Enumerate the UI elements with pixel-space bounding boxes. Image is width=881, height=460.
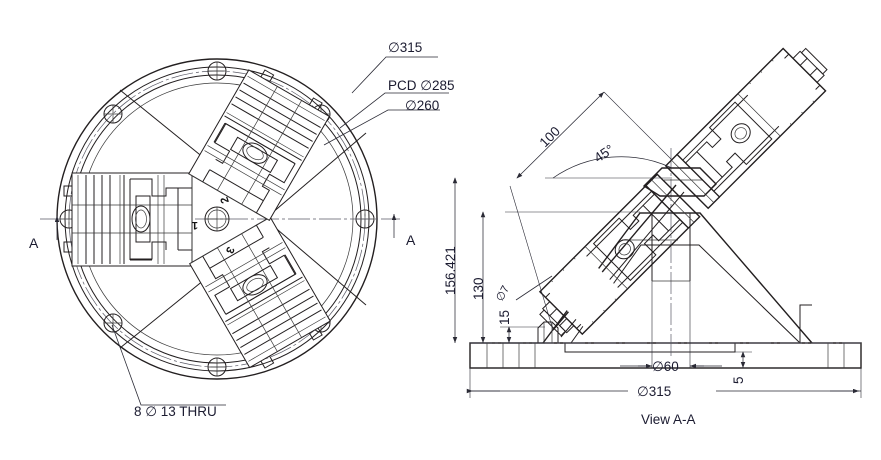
label-dia-7: ∅7 — [494, 284, 512, 303]
leader-dia-7 — [515, 275, 553, 301]
leader-dia-315 — [351, 56, 438, 94]
jaw-number-1: 1 — [192, 219, 198, 231]
chuck-jaw-1 — [63, 172, 193, 267]
chuck-assembly-section — [538, 173, 701, 337]
center-boss — [204, 206, 230, 232]
leader-pcd-285 — [339, 92, 449, 129]
label-dia-315: ∅315 — [388, 40, 422, 55]
view-caption: View A-A — [641, 412, 696, 427]
front-view-group — [40, 56, 449, 406]
jaw-seat-plate — [642, 167, 717, 197]
locating-pin — [537, 321, 559, 343]
bolt-hole — [103, 313, 123, 333]
label-dia-260: ∅260 — [405, 98, 439, 113]
label-156421: 156.421 — [443, 246, 458, 295]
label-5: 5 — [731, 376, 746, 384]
dim-line-100 — [516, 91, 605, 179]
bolt-hole — [103, 104, 123, 124]
label-15: 15 — [497, 310, 512, 325]
leader-8-holes — [111, 324, 226, 406]
label-dia-60: ∅60 — [652, 359, 679, 374]
dim-arc-45 — [552, 156, 673, 179]
ext-line-100-bottom — [509, 185, 554, 331]
section-view-group — [452, 47, 862, 398]
ext-line-100-top — [603, 91, 673, 161]
bolt-hole — [207, 61, 227, 81]
label-100: 100 — [537, 124, 564, 151]
chuck-jaw-2 — [188, 216, 331, 369]
center-bore-60 — [651, 213, 691, 282]
section-label-right: A — [406, 232, 416, 248]
chuck-jaw-3 — [188, 69, 331, 222]
jaw-number-3: 3 — [223, 245, 236, 255]
label-45-deg: 45° — [591, 142, 616, 166]
chuck-jaw-section-right — [664, 47, 828, 210]
label-dia-315-section: ∅315 — [637, 384, 671, 399]
label-130: 130 — [471, 277, 486, 300]
leader-dia-260 — [323, 109, 440, 146]
jaw-number-2: 2 — [219, 195, 232, 205]
label-pcd-285: PCD ∅285 — [388, 78, 455, 93]
label-8-holes-thru: 8 ∅ 13 THRU — [134, 404, 217, 419]
bolt-hole — [207, 357, 227, 377]
section-label-left: A — [29, 235, 39, 251]
